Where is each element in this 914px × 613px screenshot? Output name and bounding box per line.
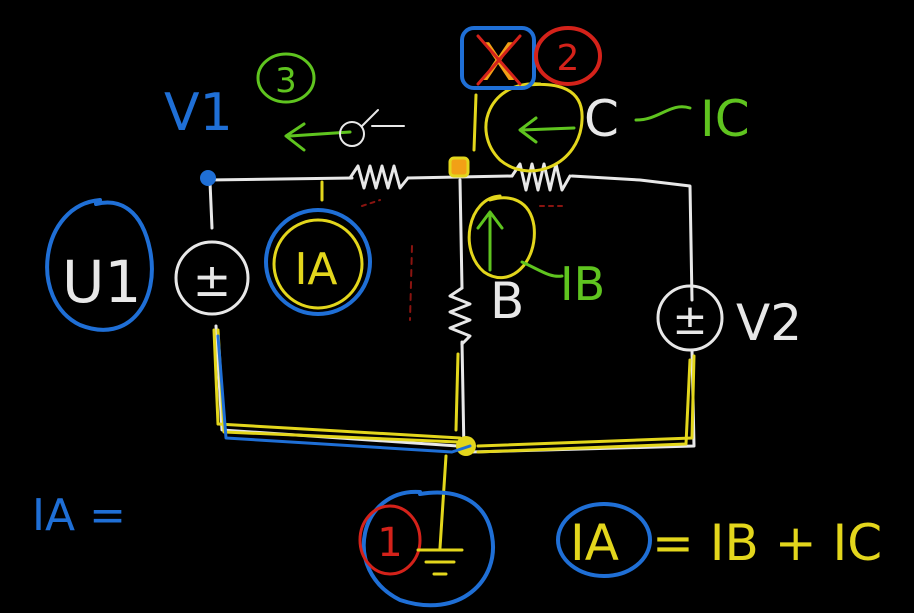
v1-node-dot — [200, 170, 216, 186]
top-junction-node — [448, 156, 470, 178]
ia-current-circle: IA — [264, 208, 372, 316]
node-three-label: 3 — [275, 61, 297, 101]
yellow-annotations — [212, 82, 696, 550]
resistor-middle — [448, 286, 472, 346]
ic-pointer — [634, 105, 692, 122]
node-two-marker: X 2 — [460, 26, 602, 93]
plus-minus-left: ± — [193, 253, 232, 307]
ib-label: IB — [560, 257, 605, 311]
node-one-label: 1 — [377, 520, 402, 566]
resistor-top-right — [510, 162, 572, 192]
ib-pointer — [520, 260, 564, 278]
node-three-marker: 3 — [256, 52, 316, 104]
ia-circle-label: IA — [294, 244, 337, 295]
node-two-label: 2 — [557, 38, 580, 79]
node-one-marker: 1 — [358, 489, 496, 608]
b-label: B — [490, 272, 524, 330]
plus-minus-right: ± — [672, 295, 707, 344]
equation-ia: IA — [570, 514, 619, 572]
voltage-source-left: ± — [174, 240, 250, 316]
u1-label-circle: U1 — [45, 198, 154, 332]
current-arrow-b — [476, 210, 504, 272]
equation-rhs: = IB + IC — [652, 514, 882, 572]
v1-label: V1 — [164, 83, 233, 143]
cursor-icon — [339, 109, 405, 147]
red-current-dashes — [409, 245, 413, 321]
ic-label: IC — [700, 90, 750, 148]
red-top-dashes — [361, 199, 565, 207]
ia-equation-left: IA = — [32, 490, 126, 541]
u1-label: U1 — [62, 248, 141, 316]
c-label: C — [584, 90, 619, 148]
current-equation: IA = IB + IC — [556, 502, 882, 578]
v2-label: V2 — [736, 294, 802, 352]
resistor-top-left — [348, 164, 410, 190]
voltage-source-right: ± — [656, 284, 724, 352]
blue-loop-trace — [216, 334, 472, 454]
current-arrow-c — [518, 116, 576, 144]
